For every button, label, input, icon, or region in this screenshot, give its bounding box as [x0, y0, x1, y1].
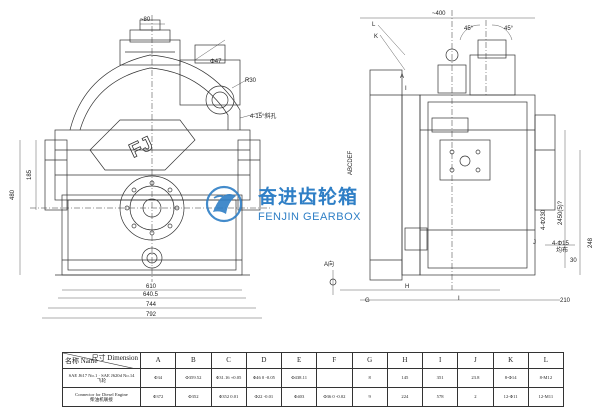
dim-A-direction: A向	[324, 260, 334, 268]
dim-h30: 30	[570, 258, 577, 264]
column-header: C	[210, 352, 247, 369]
dim-I-bottom: I	[458, 296, 460, 302]
brand-logo-icon	[205, 185, 243, 223]
table-cell: Φ352	[175, 387, 212, 407]
table-cell: 351	[421, 368, 459, 388]
side-view	[329, 10, 581, 301]
brand-watermark: 奋进齿轮箱 FENJIN GEARBOX	[205, 185, 361, 223]
table-corner-cell: 尺寸 Dimension 名称 Name	[62, 352, 141, 369]
dim-letters-vertical: ABCDEF	[348, 150, 354, 175]
front-view	[19, 15, 270, 319]
dim-w744: 744	[146, 302, 157, 308]
table-cell: 8	[351, 368, 388, 388]
dimension-table: 尺寸 Dimension 名称 Name A B C D E F G H I J…	[62, 352, 565, 407]
column-header: B	[175, 352, 212, 369]
corner-bottom-label: 名称 Name	[65, 357, 98, 366]
dim-h185: 185	[27, 169, 33, 180]
dim-hole: 4-Φ15	[552, 241, 569, 247]
table-cell: Φ22 -0.01	[245, 387, 283, 407]
table-cell: 9	[351, 387, 388, 407]
dim-45a: 45°	[464, 26, 474, 32]
gearbox-engineering-drawing: ~80 Φ47 R30 4-15°斜孔 480 185 610 640.5 74…	[10, 10, 594, 319]
dim-w792: 792	[146, 312, 157, 318]
column-header: L	[527, 352, 565, 369]
dim-r30: R30	[245, 78, 257, 84]
dim-L: L	[372, 22, 376, 28]
table-cell: Φ359.52	[175, 368, 212, 388]
brand-name-cn: 奋进齿轮箱	[257, 185, 358, 208]
dim-w610: 610	[146, 284, 157, 290]
column-header: F	[316, 352, 353, 369]
table-cell: Φ36 0 -0.02	[316, 387, 353, 407]
row-name-cn: 柴油机联接	[90, 397, 113, 402]
corner-diagonal	[63, 353, 131, 368]
dim-K: K	[374, 34, 378, 40]
dim-h2450: 2450(5)?	[558, 200, 564, 225]
dim-J: J	[533, 240, 536, 246]
dim-top-80: ~80	[140, 17, 151, 23]
table-cell: 8-Φ14	[492, 368, 529, 388]
dim-I-top: I	[405, 86, 407, 92]
table-cell: Φ31.16 +0.05	[210, 368, 247, 388]
column-header: G	[351, 352, 388, 369]
dim-w640: 640.5	[143, 292, 159, 298]
brand-name-en: FENJIN GEARBOX	[258, 211, 361, 223]
table-cell: Φ438.11	[280, 368, 318, 388]
dim-phi47: Φ47	[210, 59, 222, 65]
dim-h248: 248	[588, 237, 594, 248]
column-header: E	[280, 352, 318, 369]
dim-G: G	[365, 298, 370, 304]
table-cell: Φ34	[139, 368, 177, 388]
table-cell: 8-M12	[527, 368, 565, 388]
column-header: H	[386, 352, 424, 369]
row-name-en: Connector for Diesel Engine	[75, 391, 128, 397]
table-cell: 12-Φ11	[492, 387, 529, 407]
column-header: A	[139, 352, 177, 369]
table-cell	[316, 368, 353, 388]
column-header: J	[457, 352, 494, 369]
column-header: I	[421, 352, 459, 369]
table-cell: Φ352 0.01	[210, 387, 247, 407]
table-cell: 23.8	[457, 368, 494, 388]
row-name-cn: 飞轮	[96, 378, 107, 383]
table-cell: Φ46 0 -0.05	[245, 368, 283, 388]
dim-top-400: ~400	[432, 11, 446, 17]
dim-angle-holes: 4-15°斜孔	[250, 112, 276, 120]
dim-A: A	[400, 74, 404, 80]
table-cell: Φ403	[280, 387, 318, 407]
row-name-en: SAE J617 No.1 · SAE J620d No.14	[68, 372, 135, 378]
dim-w210: 210	[560, 298, 571, 304]
dim-H: H	[405, 284, 409, 290]
table-cell: 12-M11	[527, 387, 565, 407]
corner-top-label: 尺寸 Dimension	[91, 354, 138, 362]
table-cell: Φ372	[139, 387, 177, 407]
table-cell: 578	[421, 387, 459, 407]
table-cell: 145	[386, 368, 424, 388]
dim-45b: 45°	[504, 26, 514, 32]
column-header: K	[492, 352, 529, 369]
column-header: D	[245, 352, 283, 369]
dim-4phi230: 4-Φ230	[541, 209, 547, 230]
dim-h480: 480	[10, 189, 16, 200]
table-cell: 2	[457, 387, 494, 407]
table-cell: 224	[386, 387, 424, 407]
dim-hole-sub: 均布	[556, 246, 568, 254]
table-header-row: 尺寸 Dimension 名称 Name A B C D E F G H I J…	[62, 352, 565, 369]
